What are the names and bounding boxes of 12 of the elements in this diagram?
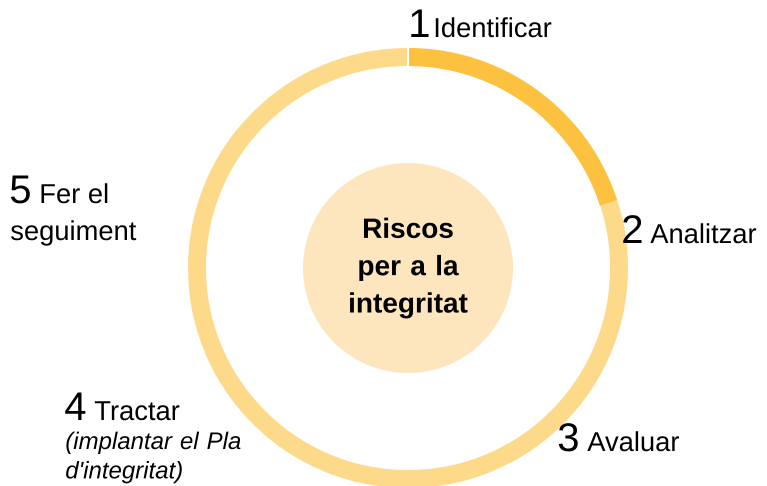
step-number: 2: [623, 215, 642, 243]
step-label: seguiment: [11, 220, 136, 246]
step-label: Avaluar: [587, 431, 679, 452]
step-label: Tractar: [94, 401, 180, 420]
step-label: Analitzar: [650, 223, 756, 244]
step-number: 3: [558, 423, 578, 452]
step-number: 4: [65, 392, 86, 420]
step-number: 5: [10, 175, 30, 204]
step-note: (implantar el Pla d'integritat): [66, 432, 240, 484]
step-number: 1: [411, 9, 429, 37]
step-label: Fer el: [42, 183, 108, 204]
step-label: Identificar: [436, 17, 552, 38]
